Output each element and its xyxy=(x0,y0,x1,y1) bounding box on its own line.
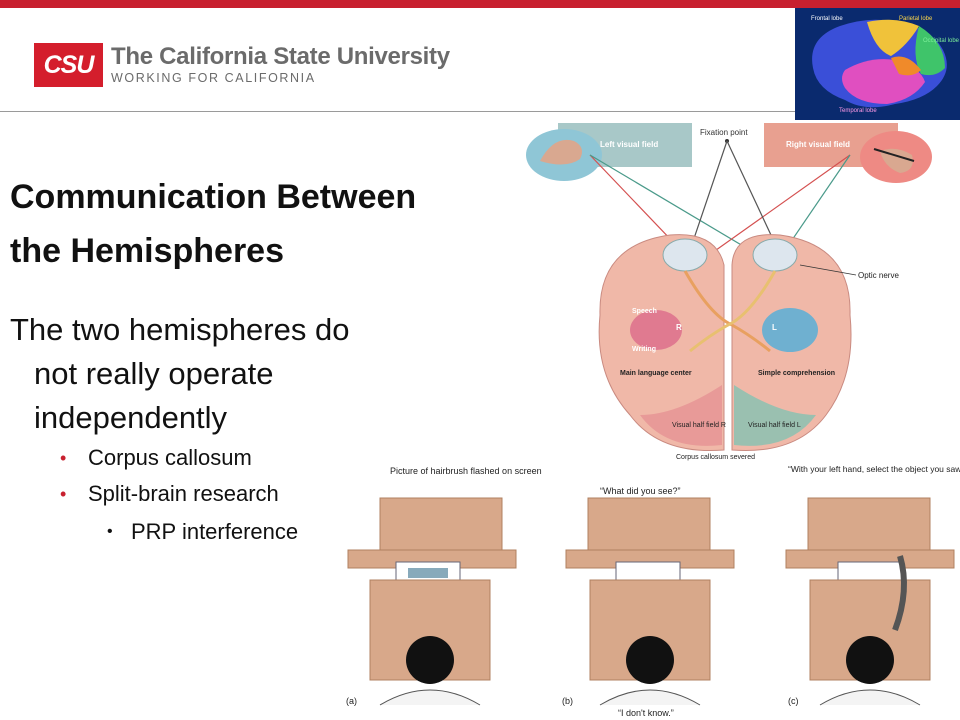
object-table-c xyxy=(807,497,931,551)
corpus-callosum-severed-label: Corpus callosum severed xyxy=(676,454,755,461)
logo-tagline: WORKING FOR CALIFORNIA xyxy=(111,71,316,85)
left-visual-area-shape xyxy=(640,385,722,446)
panel-label-b: (b) xyxy=(562,696,573,706)
experiment-panel-a: Picture of hairbrush flashed on screen (… xyxy=(346,466,542,706)
left-hand-icon xyxy=(540,139,582,165)
subject-shoulders-b xyxy=(599,689,701,706)
right-eye-shape xyxy=(752,238,798,272)
main-language-label: Main language center xyxy=(620,370,692,377)
visual-half-field-r-label: Visual half field R xyxy=(672,422,726,429)
speech-area-shape xyxy=(630,310,682,350)
object-table-a xyxy=(379,497,503,551)
csu-logo: CSU The California State University WORK… xyxy=(34,43,450,87)
visual-half-field-l-label: Visual half field L xyxy=(748,422,801,429)
caption-panel-b: “What did you see?” xyxy=(600,486,681,496)
optic-nerve-pointer xyxy=(799,264,857,276)
split-brain-experiment-diagram: Picture of hairbrush flashed on screen (… xyxy=(346,464,960,718)
slide-body: The two hemispheres do not really operat… xyxy=(10,308,390,552)
caption-panel-a: Picture of hairbrush flashed on screen xyxy=(390,466,542,476)
right-visual-field-label: Right visual field xyxy=(786,140,850,149)
visual-field-diagram: Left visual field Right visual field Fix… xyxy=(526,123,932,461)
subject-head-b xyxy=(626,636,674,684)
optic-tract-2 xyxy=(689,270,777,353)
experiment-panel-b: “What did you see?” (b) “I don't know.” xyxy=(562,486,735,718)
hairbrush-image xyxy=(408,568,448,578)
slide-title: Communication Between the Hemispheres xyxy=(10,170,530,278)
csu-logo-mark: CSU xyxy=(34,43,103,87)
slide-title-line1: Communication Between xyxy=(10,178,417,216)
writing-label: Writing xyxy=(632,346,656,353)
optic-nerve-label: Optic nerve xyxy=(858,271,899,280)
simple-comprehension-label: Simple comprehension xyxy=(758,370,835,377)
header-divider xyxy=(0,111,795,112)
frontal-lobe-label: Frontal lobe xyxy=(811,16,843,22)
experiment-panel-c: “With your left hand, select the object … xyxy=(785,464,960,706)
lobe-boundary-shape xyxy=(891,56,921,76)
sight-line-3 xyxy=(694,154,851,266)
sub-point-corpus-callosum: Corpus callosum xyxy=(10,440,390,476)
main-point: The two hemispheres do not really operat… xyxy=(10,312,350,435)
slide-title-line2: the Hemispheres xyxy=(10,232,284,270)
subject-reaching-arm-c xyxy=(892,555,907,632)
comprehension-area-shape xyxy=(762,308,818,352)
parietal-lobe-label: Parietal lobe xyxy=(899,16,933,22)
optic-tract-1 xyxy=(683,270,771,353)
subject-head-a xyxy=(406,636,454,684)
fixation-point-label: Fixation point xyxy=(700,128,748,137)
panel-label-c: (c) xyxy=(788,696,799,706)
caption-panel-c: “With your left hand, select the object … xyxy=(788,464,960,474)
occipital-lobe-shape xyxy=(915,26,945,76)
sub-point-split-brain: Split-brain research xyxy=(10,476,390,512)
left-hemisphere-marker: L xyxy=(772,323,777,332)
temporal-lobe-label: Temporal lobe xyxy=(839,108,877,114)
csu-logo-wordmark: The California State University WORKING … xyxy=(111,44,450,86)
pen-icon xyxy=(873,148,915,162)
subject-head-c xyxy=(846,636,894,684)
sub-sub-point-prp: PRP interference xyxy=(10,512,390,552)
subject-shoulders-c xyxy=(819,689,921,706)
left-visual-field-label: Left visual field xyxy=(600,140,658,149)
occipital-lobe-label: Occipital lobe xyxy=(923,38,960,44)
subject-shoulders-a xyxy=(379,689,481,706)
right-visual-area-shape xyxy=(734,385,816,446)
object-table-b xyxy=(587,497,711,551)
logo-university-name: The California State University xyxy=(111,43,450,70)
parietal-lobe-shape xyxy=(867,19,919,56)
right-hand-icon xyxy=(880,148,913,173)
speech-label: Speech xyxy=(632,308,657,315)
right-hemisphere-marker: R xyxy=(676,323,682,332)
response-panel-b: “I don't know.” xyxy=(618,708,674,718)
brain-lobes-image: Frontal lobe Parietal lobe Occipital lob… xyxy=(795,8,960,120)
top-accent-bar xyxy=(0,0,960,8)
panel-label-a: (a) xyxy=(346,696,357,706)
left-eye-shape xyxy=(662,238,708,272)
